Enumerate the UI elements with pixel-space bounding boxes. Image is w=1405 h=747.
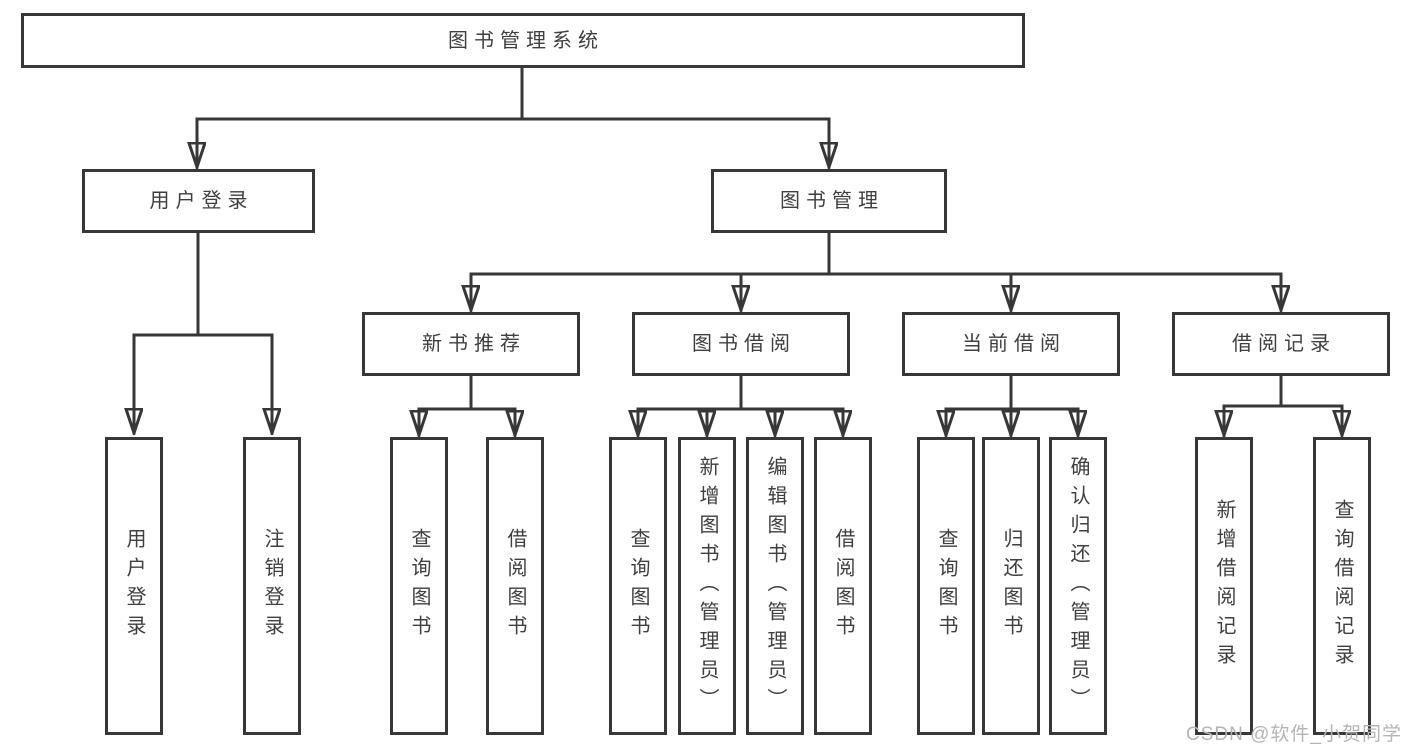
leaf-borrow-books-recommend: 借阅图书 [486,437,544,735]
leaf-label: 查询图书 [935,528,957,644]
node-new-book-recommend: 新书推荐 [362,312,580,376]
leaf-logout: 注销登录 [243,437,301,735]
node-label: 借阅记录 [1232,333,1336,355]
node-label: 当前借阅 [962,333,1066,355]
node-label: 用户登录 [149,190,254,212]
node-current-borrowing: 当前借阅 [902,312,1120,376]
leaf-label: 归还图书 [1000,528,1022,644]
csdn-watermark: CSDN @软件_小贺同学 [1186,724,1402,745]
node-book-borrowing: 图书借阅 [632,312,850,376]
leaf-return-books: 归还图书 [982,437,1040,735]
leaf-user-login: 用户登录 [105,437,163,735]
leaf-query-books-recommend: 查询图书 [390,437,448,735]
node-label: 图书管理 [780,190,884,212]
node-book-management-system: 图书管理系统 [21,13,1025,68]
leaf-label: 查询图书 [408,528,430,644]
leaf-label: 注销登录 [261,528,283,644]
leaf-add-borrow-record: 新增借阅记录 [1195,437,1253,735]
leaf-label: 借阅图书 [832,528,854,644]
leaf-confirm-return-admin: 确认归还（管理员） [1049,437,1107,735]
leaf-label: 新增图书（管理员） [696,455,718,717]
node-book-management: 图书管理 [711,169,947,233]
leaf-label: 新增借阅记录 [1213,499,1235,673]
leaf-label: 查询借阅记录 [1331,499,1353,673]
leaf-add-books-admin: 新增图书（管理员） [678,437,736,735]
node-label: 图书借阅 [692,333,796,355]
node-label: 新书推荐 [422,333,526,355]
leaf-label: 确认归还（管理员） [1067,455,1089,717]
leaf-query-books-current: 查询图书 [917,437,975,735]
node-borrowing-records: 借阅记录 [1172,312,1390,376]
leaf-label: 编辑图书（管理员） [764,455,786,717]
leaf-edit-books-admin: 编辑图书（管理员） [746,437,804,735]
leaf-label: 借阅图书 [504,528,526,644]
leaf-label: 查询图书 [627,528,649,644]
node-label: 图书管理系统 [448,29,604,52]
node-user-login: 用户登录 [82,169,315,233]
leaf-label: 用户登录 [123,528,145,644]
leaf-query-borrow-record: 查询借阅记录 [1313,437,1371,735]
leaf-borrow-books: 借阅图书 [814,437,872,735]
leaf-query-books-borrow: 查询图书 [609,437,667,735]
